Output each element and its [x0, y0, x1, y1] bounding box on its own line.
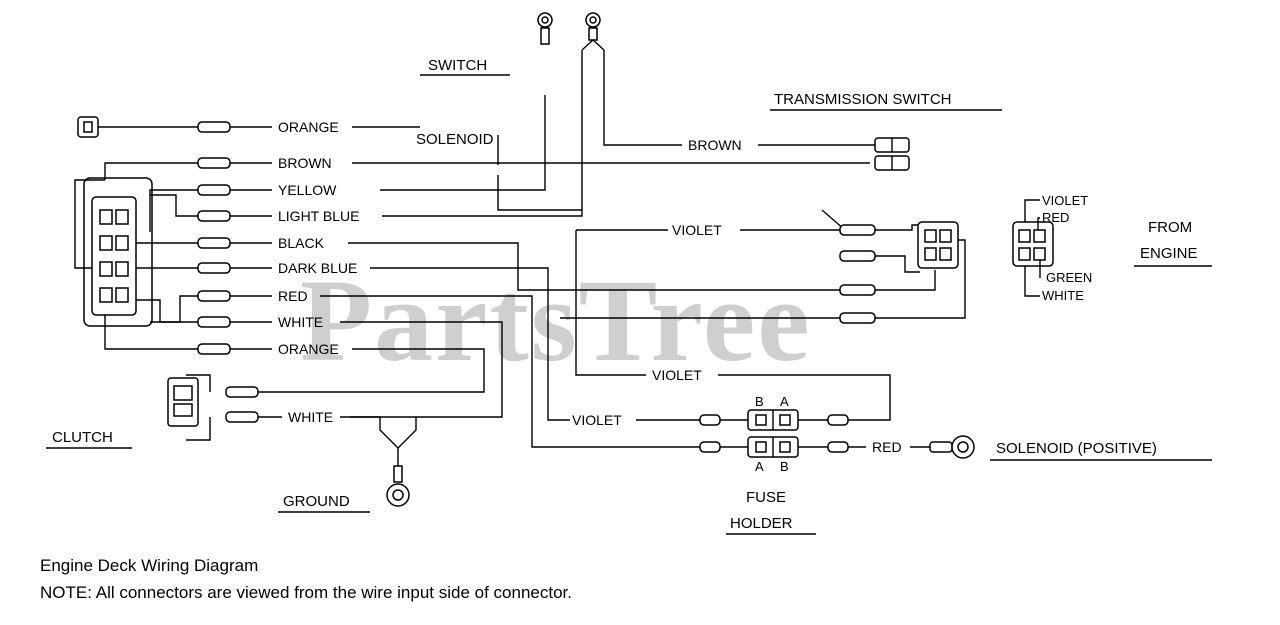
wire-engine-3: [875, 255, 920, 273]
wire-brown: [104, 162, 870, 180]
heading-switch: SWITCH: [428, 57, 487, 74]
label-yellow: YELLOW: [278, 182, 337, 198]
label-clutch-white: WHITE: [288, 409, 333, 425]
heading-ground: GROUND: [283, 493, 350, 510]
label-white: WHITE: [278, 314, 323, 330]
label-light-blue: LIGHT BLUE: [278, 208, 359, 224]
heading-from-engine-2: ENGINE: [1140, 245, 1198, 262]
fuse-terminal-top-a: A: [780, 394, 789, 409]
wire-solenoid-lead: [497, 135, 582, 211]
label-violet-middle: VIOLET: [652, 367, 702, 383]
harness-connector: [83, 177, 153, 327]
wire-engine-2: [560, 239, 966, 319]
label-engine-white: WHITE: [1042, 288, 1084, 303]
label-brown: BROWN: [278, 155, 332, 171]
switch-terminals: [537, 12, 601, 45]
heading-solenoid: SOLENOID: [416, 131, 494, 148]
wire-engine-4: [875, 224, 920, 231]
caption-note: NOTE: All connectors are viewed from the…: [40, 583, 572, 602]
solenoid-positive-terminal: [951, 435, 975, 459]
label-engine-violet: VIOLET: [1042, 193, 1088, 208]
wire-white: [130, 299, 503, 418]
label-dark-blue: DARK BLUE: [278, 260, 357, 276]
label-violet-upper: VIOLET: [672, 222, 722, 238]
inline-connectors: [197, 121, 953, 453]
partstree-watermark: PartsTree: [300, 255, 812, 386]
label-orange-top: ORANGE: [278, 119, 339, 135]
fuse-terminal-bottom-b: B: [780, 459, 789, 474]
wire-yellow: [149, 95, 546, 232]
wire-engine-5: [848, 270, 936, 291]
wire-orange-bottom: [104, 312, 485, 393]
plug-orange-end: [77, 116, 99, 138]
engine-connector: [1012, 199, 1054, 297]
caption-title: Engine Deck Wiring Diagram: [40, 556, 259, 575]
label-orange-bottom: ORANGE: [278, 341, 339, 357]
wires: [74, 28, 966, 466]
label-transmission-brown: BROWN: [688, 137, 742, 153]
wire-clutch-lead: [186, 374, 211, 441]
heading-solenoid-positive: SOLENOID (POSITIVE): [996, 440, 1157, 457]
heading-clutch: CLUTCH: [52, 429, 113, 446]
wire-clutch-white: [258, 416, 417, 449]
fuse-holder: [747, 409, 799, 458]
wire-switch-lead-right: [581, 28, 875, 146]
ground-terminal: [386, 465, 410, 507]
label-red-solenoid: RED: [872, 439, 902, 455]
fuse-terminal-bottom-a: A: [755, 459, 764, 474]
transmission-switch-plugs: [874, 137, 910, 171]
label-engine-green: GREEN: [1046, 270, 1092, 285]
heading-from-engine-1: FROM: [1148, 219, 1192, 236]
label-black: BLACK: [278, 235, 325, 251]
label-violet-fuse: VIOLET: [572, 412, 622, 428]
fuse-terminal-top-b: B: [755, 394, 764, 409]
clutch-connector: [167, 377, 199, 427]
heading-fuse-holder-2: HOLDER: [730, 515, 793, 532]
wire-violet-loop: [575, 230, 891, 421]
heading-fuse-holder-1: FUSE: [746, 489, 786, 506]
label-red: RED: [278, 288, 308, 304]
label-engine-red: RED: [1042, 210, 1069, 225]
four-pin-connector: [917, 221, 959, 269]
wire-light-blue: [150, 50, 583, 217]
heading-transmission-switch: TRANSMISSION SWITCH: [774, 91, 952, 108]
